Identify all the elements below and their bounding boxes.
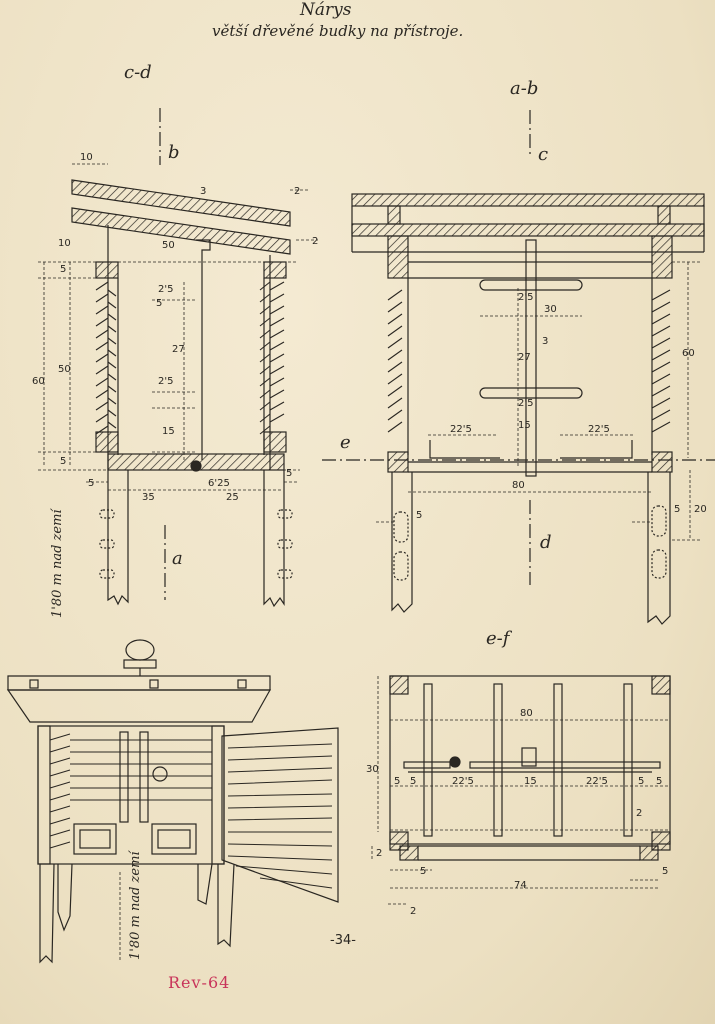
view-ef-drawing	[371, 675, 671, 905]
dim-cd-25c: 25	[226, 492, 239, 503]
dim-ef-74: 74	[514, 880, 527, 891]
view-label-ab: a-b	[510, 78, 539, 99]
view-ab-drawing	[322, 110, 715, 625]
title-line-2: větší dřevěné budky na přístroje.	[212, 22, 464, 40]
note-height-bottom: 1'80 m nad zemí	[128, 851, 143, 960]
dim-ab-25b: 2'5	[518, 398, 534, 409]
note-height-top: 1'80 m nad zemí	[50, 509, 65, 618]
dim-cd-5b: 5	[60, 456, 67, 467]
dim-ab-225b: 22'5	[588, 424, 610, 435]
dim-cd-5c: 5	[88, 478, 95, 489]
dim-cd-10b: 10	[58, 238, 71, 249]
section-mark-b: b	[168, 142, 180, 163]
dim-cd-2b: 2	[312, 236, 319, 247]
dim-ab-20: 20	[694, 504, 707, 515]
dim-ef-2c: 2	[410, 906, 417, 917]
dim-ef-5b: 5	[410, 776, 417, 787]
dim-cd-3: 3	[200, 186, 207, 197]
dim-ab-60: 60	[682, 348, 695, 359]
view-cd-drawing	[38, 108, 318, 608]
dim-ab-225a: 22'5	[450, 424, 472, 435]
perspective-sketch	[6, 639, 339, 964]
revision-stamp: Rev-64	[168, 973, 231, 992]
dim-ef-2a: 2	[636, 808, 643, 819]
dim-cd-10a: 10	[80, 152, 93, 163]
dim-ab-27: 27	[518, 352, 531, 363]
dim-ef-225a: 22'5	[452, 776, 474, 787]
dim-cd-50v: 50	[58, 364, 71, 375]
dim-cd-50: 50	[162, 240, 175, 251]
dim-cd-25a: 2'5	[158, 284, 174, 295]
page-number: -34-	[330, 933, 356, 948]
dim-ab-15: 15	[518, 420, 531, 431]
dim-ef-5d: 5	[656, 776, 663, 787]
dim-cd-2a: 2	[294, 186, 301, 197]
dim-cd-25b: 2'5	[158, 376, 174, 387]
dim-cd-60: 60	[32, 376, 45, 387]
section-mark-c: c	[538, 144, 549, 165]
dim-ef-15: 15	[524, 776, 537, 787]
dim-ef-80: 80	[520, 708, 533, 719]
dim-cd-5d: 5	[286, 468, 293, 479]
dim-cd-5top: 5	[60, 264, 67, 275]
dim-ef-30: 30	[366, 764, 379, 775]
dim-ef-2b: 2	[376, 848, 383, 859]
dim-ef-5c: 5	[638, 776, 645, 787]
dim-ab-30: 30	[544, 304, 557, 315]
section-mark-d: d	[540, 532, 552, 553]
dim-cd-15: 15	[162, 426, 175, 437]
dim-ef-5a: 5	[394, 776, 401, 787]
dim-cd-27: 27	[172, 344, 185, 355]
dim-ab-5b: 5	[674, 504, 681, 515]
title-line-1: Nárys	[300, 0, 352, 20]
section-mark-a: a	[172, 548, 183, 569]
dim-cd-5a: 5	[156, 298, 163, 309]
dim-ab-25a: 2'5	[518, 292, 534, 303]
dim-ab-80: 80	[512, 480, 525, 491]
dim-ef-5f: 5	[662, 866, 669, 877]
dim-ab-3: 3	[542, 336, 549, 347]
dim-ef-225b: 22'5	[586, 776, 608, 787]
view-label-cd: c-d	[124, 62, 152, 83]
dim-cd-625: 6'25	[208, 478, 230, 489]
dim-cd-35: 35	[142, 492, 155, 503]
section-mark-e: e	[340, 432, 351, 453]
view-label-ef: e-f	[486, 628, 510, 649]
dim-ef-5e: 5	[420, 866, 427, 877]
dim-ab-5a: 5	[416, 510, 423, 521]
